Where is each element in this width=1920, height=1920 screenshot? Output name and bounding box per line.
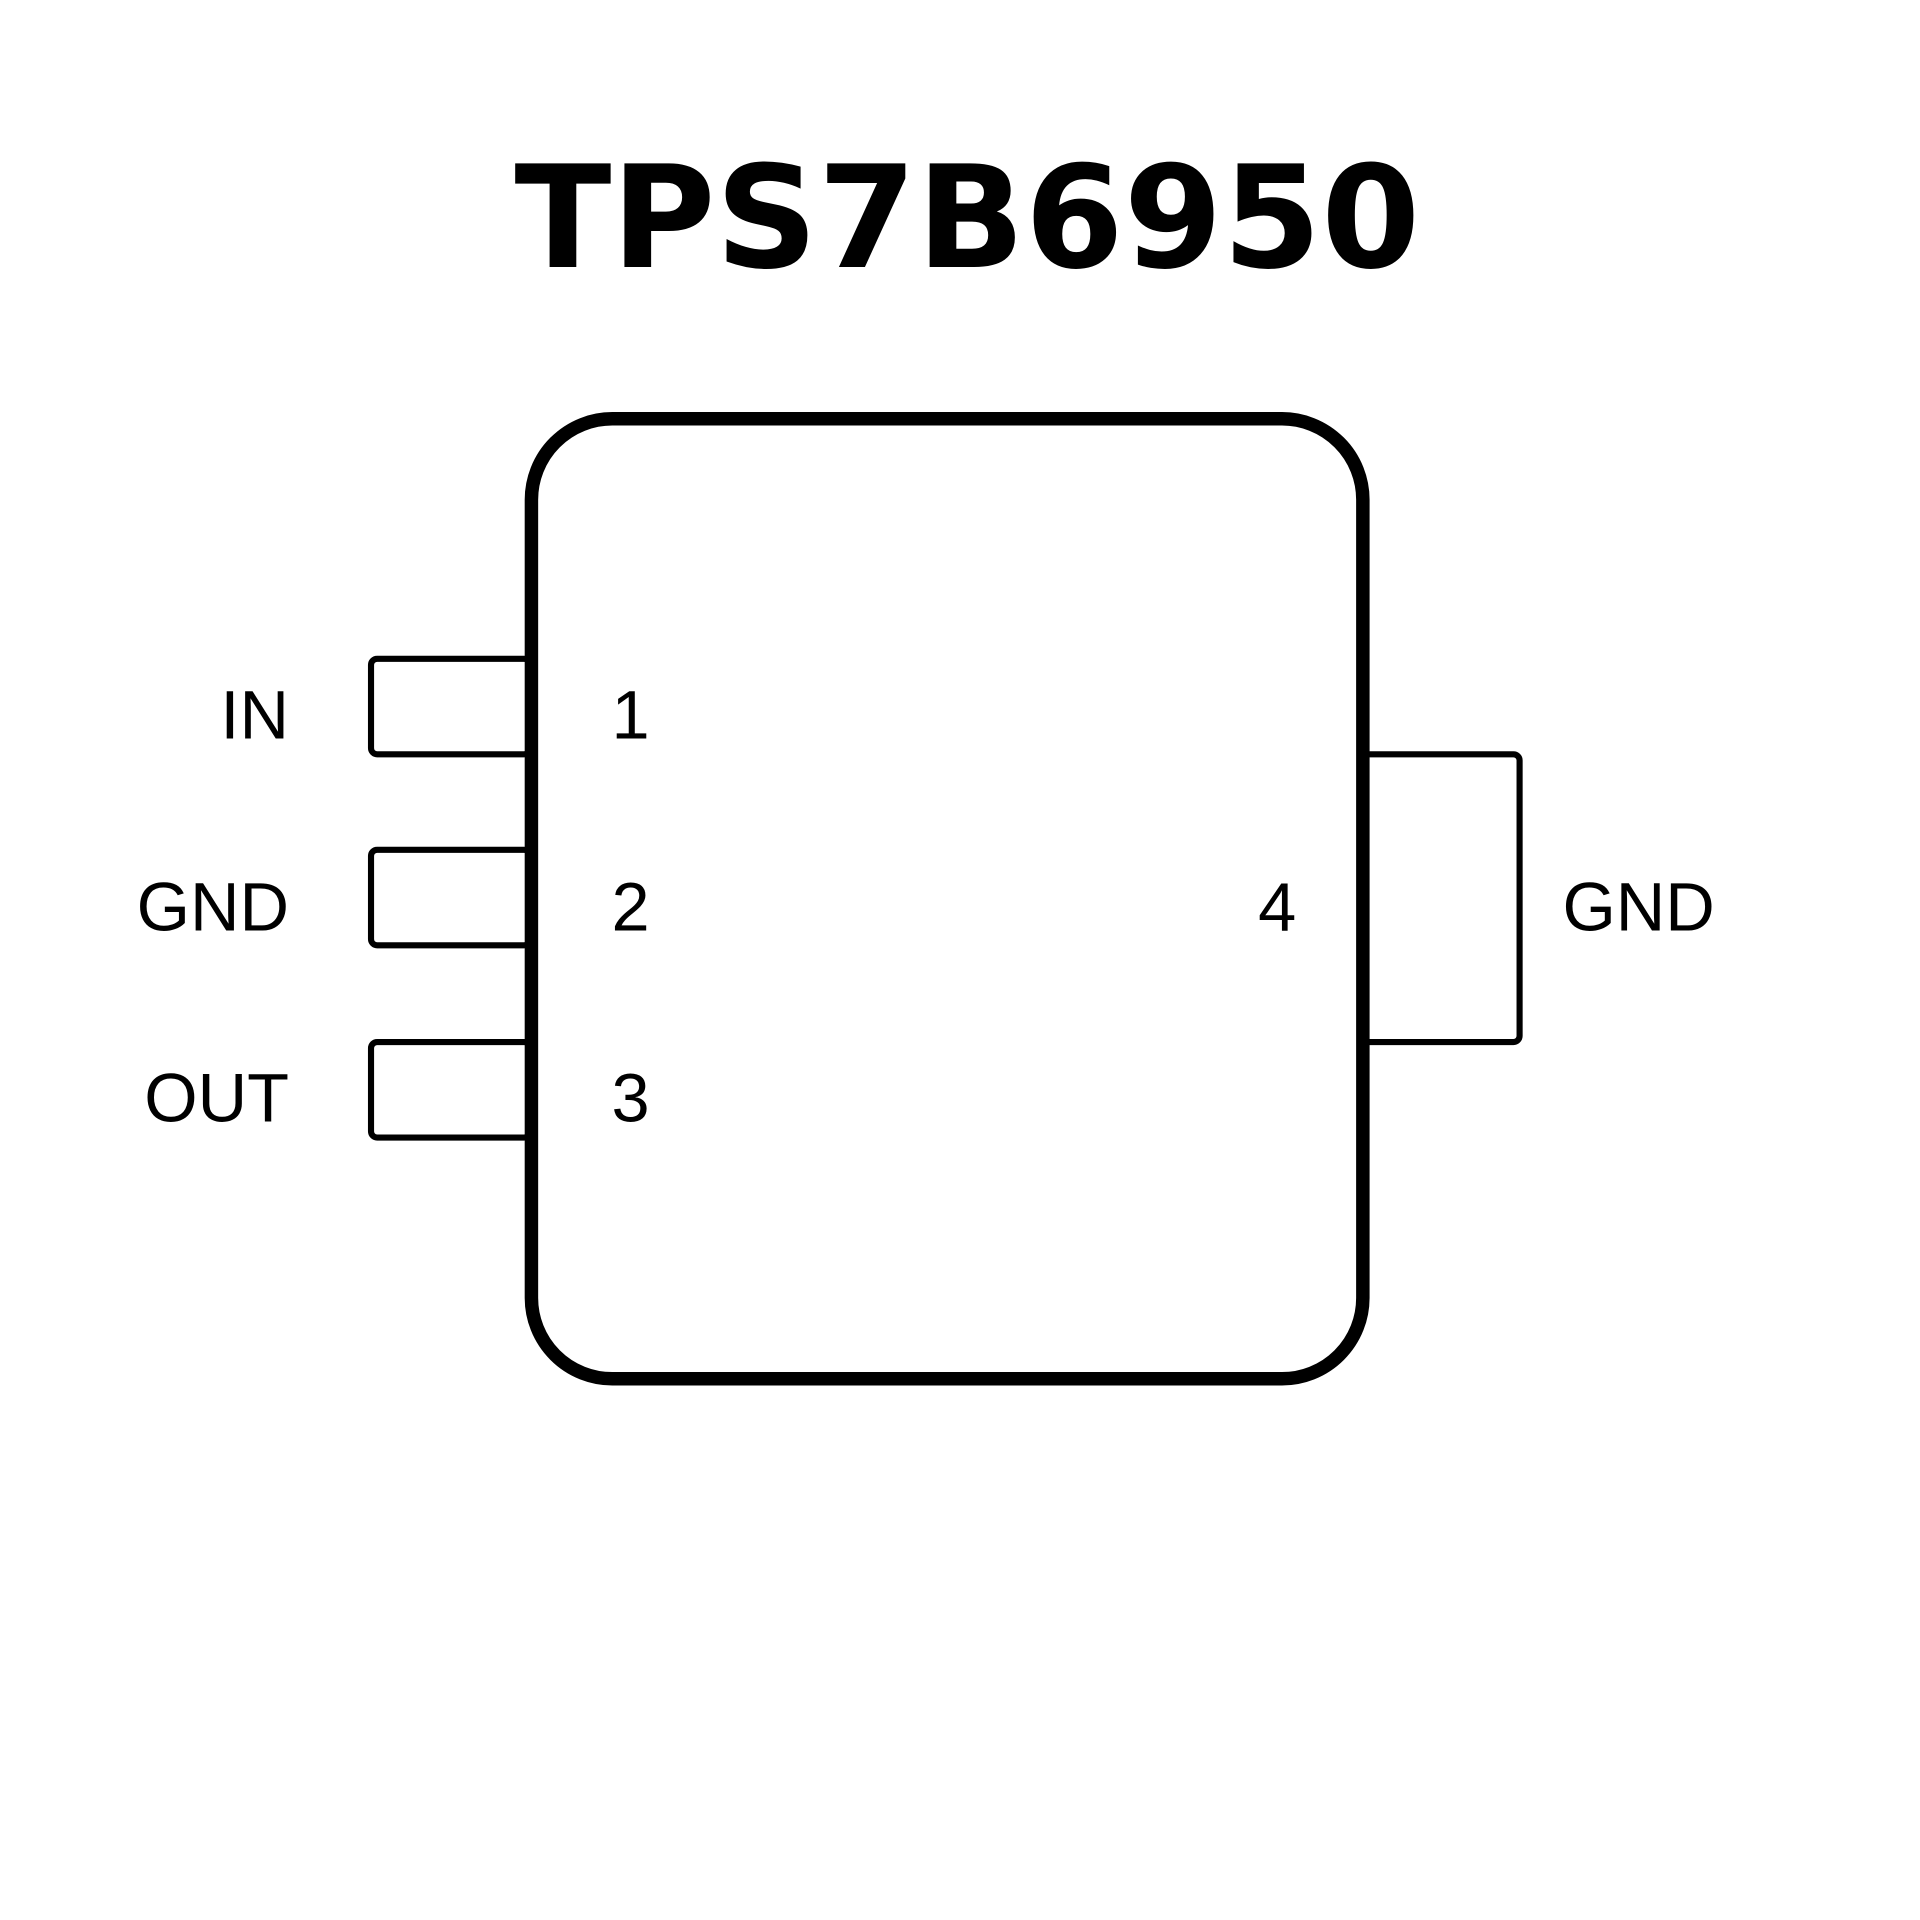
pin-3-lead xyxy=(367,1038,534,1141)
pin-2-lead xyxy=(367,846,534,949)
pin-2-number: 2 xyxy=(612,869,650,946)
pin-1-number: 1 xyxy=(612,676,650,753)
pin-4-tab xyxy=(1359,751,1523,1046)
pin-2-name: GND xyxy=(137,869,289,946)
package-outline xyxy=(367,412,1523,1386)
pin-3-name: OUT xyxy=(144,1060,289,1137)
chip-title: TPS7B6950 xyxy=(515,136,1421,301)
package-body xyxy=(524,412,1370,1386)
pin-3-number: 3 xyxy=(612,1060,650,1137)
pin-1-name: IN xyxy=(220,676,289,753)
pin-4-number: 4 xyxy=(1258,869,1296,946)
pin-4-name: GND xyxy=(1562,869,1714,946)
pin-1-lead xyxy=(367,655,534,758)
